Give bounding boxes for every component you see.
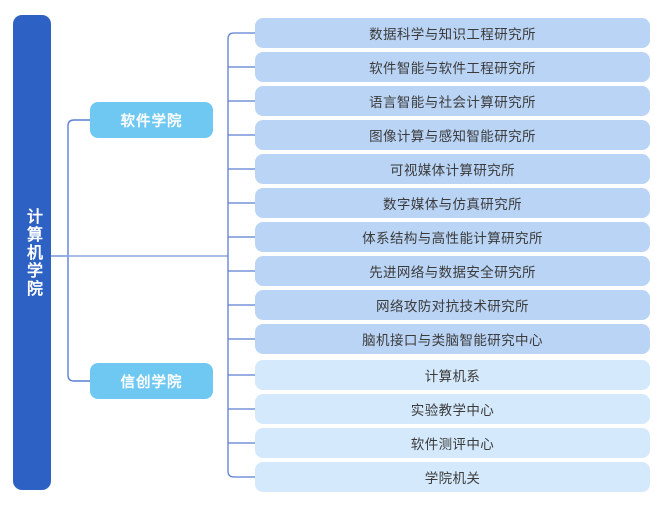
leaf-node-label: 体系结构与高性能计算研究所: [362, 231, 543, 246]
root-node-label: 计算机学院: [24, 207, 41, 298]
leaf-node[interactable]: 数据科学与知识工程研究所: [255, 18, 650, 48]
leaf-node-label: 软件测评中心: [410, 437, 495, 452]
leaf-node-label: 语言智能与社会计算研究所: [369, 95, 536, 110]
leaf-node[interactable]: 实验教学中心: [255, 394, 650, 424]
leaf-node[interactable]: 图像计算与感知智能研究所: [255, 120, 650, 150]
root-node-computer-college[interactable]: 计算机学院: [13, 15, 51, 490]
leaf-node-label: 图像计算与感知智能研究所: [369, 129, 536, 144]
leaf-node-label: 网络攻防对抗技术研究所: [376, 299, 529, 314]
leaf-node-label: 数字媒体与仿真研究所: [383, 197, 522, 212]
leaf-node-label: 脑机接口与类脑智能研究中心: [362, 333, 543, 348]
leaf-node-label: 可视媒体计算研究所: [389, 163, 516, 178]
leaf-node-label: 软件智能与软件工程研究所: [369, 61, 536, 76]
mid-node-xinchuang-college[interactable]: 信创学院: [90, 363, 213, 399]
leaf-node[interactable]: 学院机关: [255, 462, 650, 492]
leaf-node[interactable]: 先进网络与数据安全研究所: [255, 256, 650, 286]
leaf-node[interactable]: 语言智能与社会计算研究所: [255, 86, 650, 116]
leaf-node[interactable]: 计算机系: [255, 360, 650, 390]
leaf-node-label: 计算机系: [424, 369, 481, 384]
leaf-node-label: 学院机关: [424, 471, 481, 486]
leaf-node[interactable]: 可视媒体计算研究所: [255, 154, 650, 184]
leaf-node[interactable]: 脑机接口与类脑智能研究中心: [255, 324, 650, 354]
leaf-node[interactable]: 数字媒体与仿真研究所: [255, 188, 650, 218]
leaf-node[interactable]: 网络攻防对抗技术研究所: [255, 290, 650, 320]
leaf-node-label: 数据科学与知识工程研究所: [369, 27, 536, 42]
connector-leaf-spine: [227, 32, 255, 478]
leaf-node[interactable]: 软件测评中心: [255, 428, 650, 458]
mid-node-label: 信创学院: [120, 374, 183, 391]
connector-mid-trunk: [67, 119, 90, 382]
leaf-node-label: 先进网络与数据安全研究所: [369, 265, 536, 280]
mid-node-label: 软件学院: [120, 113, 183, 130]
leaf-node[interactable]: 软件智能与软件工程研究所: [255, 52, 650, 82]
mid-node-software-college[interactable]: 软件学院: [90, 102, 213, 138]
leaf-node[interactable]: 体系结构与高性能计算研究所: [255, 222, 650, 252]
leaf-node-label: 实验教学中心: [410, 403, 495, 418]
